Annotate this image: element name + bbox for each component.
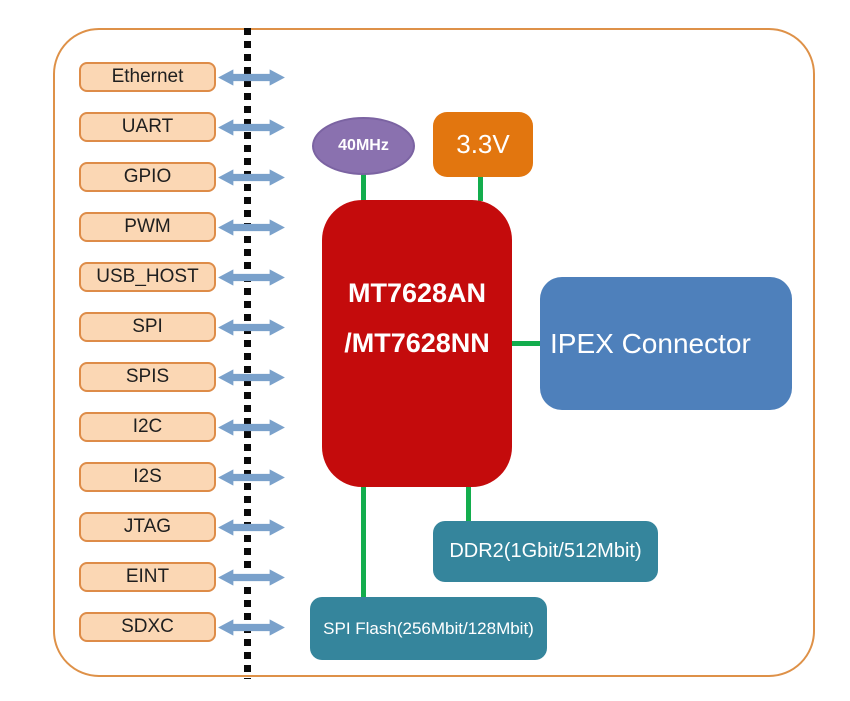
- peripheral-row: SDXC: [79, 612, 286, 642]
- clock-label: 40MHz: [338, 137, 389, 154]
- peripheral-interface-box: JTAG: [79, 512, 216, 542]
- peripheral-interface-box: I2C: [79, 412, 216, 442]
- peripheral-interface-label: I2C: [132, 416, 163, 437]
- peripheral-row: GPIO: [79, 162, 286, 192]
- peripheral-row: I2S: [79, 462, 286, 492]
- peripheral-interface-box: I2S: [79, 462, 216, 492]
- peripheral-interface-box: GPIO: [79, 162, 216, 192]
- clock-oscillator-ellipse: 40MHz: [312, 117, 415, 175]
- peripheral-row: PWM: [79, 212, 286, 242]
- peripheral-interface-box: EINT: [79, 562, 216, 592]
- bidirectional-arrow-icon: [218, 268, 285, 286]
- bidirectional-arrow-icon: [218, 568, 285, 586]
- ipex-connector-box: IPEX Connector: [540, 277, 792, 410]
- bidirectional-arrow-icon: [218, 218, 285, 236]
- peripheral-interface-label: SPIS: [125, 366, 170, 387]
- peripheral-interface-label: I2S: [133, 466, 162, 487]
- peripheral-interface-list: Ethernet UART GPIO: [79, 62, 286, 642]
- ipex-connector-label: IPEX Connector: [550, 327, 751, 359]
- bidirectional-arrow-icon: [218, 368, 285, 386]
- soc-name-line2: /MT7628NN: [344, 327, 490, 358]
- power-supply-box: 3.3V: [433, 112, 533, 177]
- bidirectional-arrow-icon: [218, 118, 285, 136]
- peripheral-interface-box: Ethernet: [79, 62, 216, 92]
- peripheral-interface-box: USB_HOST: [79, 262, 216, 292]
- power-label: 3.3V: [456, 129, 510, 159]
- peripheral-interface-box: SPI: [79, 312, 216, 342]
- peripheral-row: JTAG: [79, 512, 286, 542]
- peripheral-interface-label: UART: [121, 116, 174, 137]
- diagram-border-frame: [53, 28, 815, 677]
- peripheral-interface-label: PWM: [124, 216, 171, 237]
- peripheral-row: Ethernet: [79, 62, 286, 92]
- soc-chip-box: MT7628AN /MT7628NN: [322, 200, 512, 487]
- soc-to-spi-flash-connector: [361, 486, 366, 598]
- peripheral-interface-box: UART: [79, 112, 216, 142]
- peripheral-interface-label: GPIO: [123, 166, 172, 187]
- ddr2-memory-box: DDR2(1Gbit/512Mbit): [433, 521, 658, 582]
- peripheral-interface-label: Ethernet: [111, 66, 184, 87]
- peripheral-interface-label: SPI: [132, 316, 163, 337]
- peripheral-interface-box: SPIS: [79, 362, 216, 392]
- ddr2-label: DDR2(1Gbit/512Mbit): [449, 540, 642, 562]
- soc-to-ddr2-connector: [466, 486, 471, 522]
- spi-flash-label: SPI Flash(256Mbit/128Mbit): [323, 618, 534, 638]
- peripheral-row: SPI: [79, 312, 286, 342]
- peripheral-row: EINT: [79, 562, 286, 592]
- bidirectional-arrow-icon: [218, 318, 285, 336]
- peripheral-interface-label: SDXC: [121, 616, 174, 637]
- peripheral-interface-box: PWM: [79, 212, 216, 242]
- soc-to-ipex-connector: [509, 341, 541, 346]
- bidirectional-arrow-icon: [218, 618, 285, 636]
- peripheral-interface-box: SDXC: [79, 612, 216, 642]
- peripheral-interface-label: USB_HOST: [96, 266, 199, 287]
- peripheral-interface-label: JTAG: [123, 516, 172, 537]
- peripheral-row: USB_HOST: [79, 262, 286, 292]
- power-to-soc-connector: [478, 176, 483, 201]
- peripheral-interface-label: EINT: [125, 566, 170, 587]
- peripheral-row: UART: [79, 112, 286, 142]
- soc-boundary-dotted-line: [244, 28, 251, 679]
- bidirectional-arrow-icon: [218, 68, 285, 86]
- clock-to-soc-connector: [361, 174, 366, 201]
- soc-name-line1: MT7628AN: [347, 277, 487, 308]
- bidirectional-arrow-icon: [218, 168, 285, 186]
- peripheral-row: SPIS: [79, 362, 286, 392]
- spi-flash-box: SPI Flash(256Mbit/128Mbit): [310, 597, 547, 660]
- peripheral-row: I2C: [79, 412, 286, 442]
- bidirectional-arrow-icon: [218, 518, 285, 536]
- bidirectional-arrow-icon: [218, 468, 285, 486]
- bidirectional-arrow-icon: [218, 418, 285, 436]
